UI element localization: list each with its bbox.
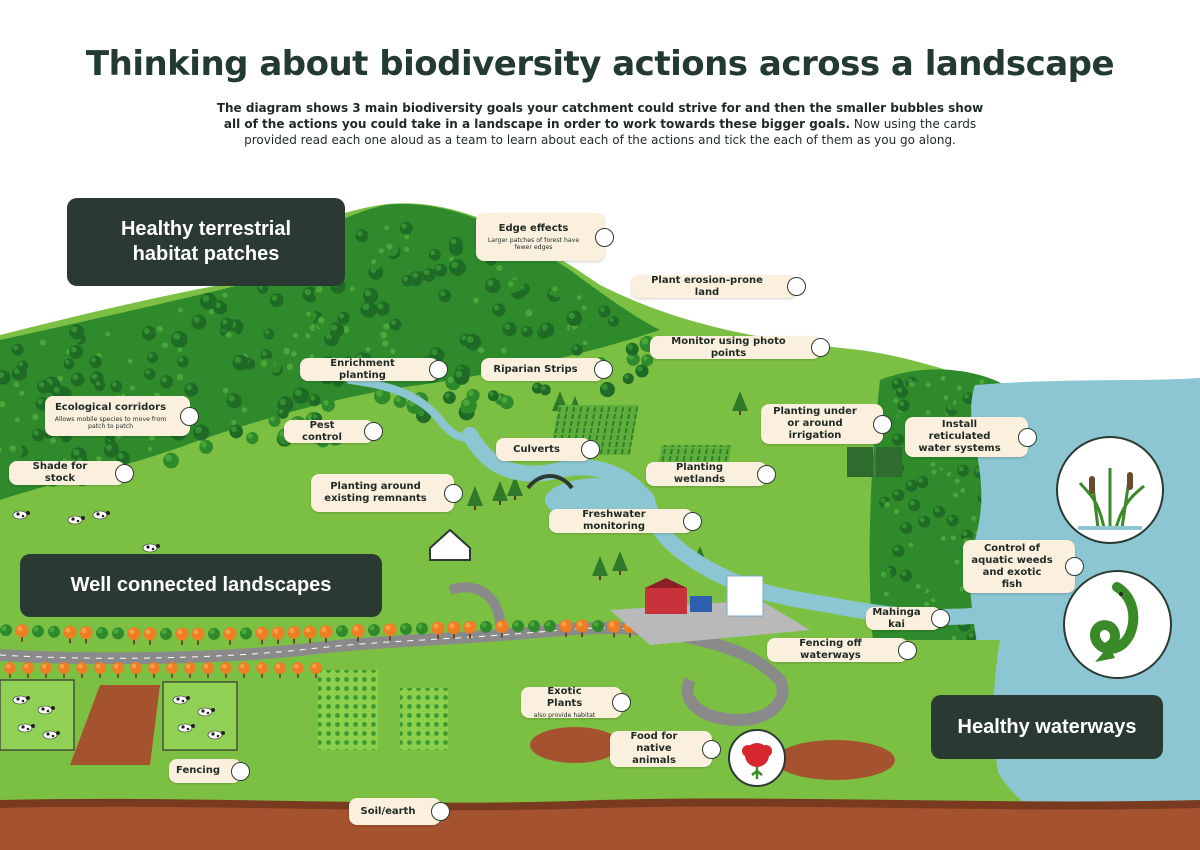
tick-circle[interactable] — [431, 802, 450, 821]
tick-circle[interactable] — [180, 406, 199, 426]
intro-bold: The diagram shows 3 main biodiversity go… — [216, 101, 984, 131]
planting-irrigation-label: Planting under or around irrigation — [773, 406, 857, 441]
exotic-forest — [530, 727, 620, 763]
action-exotic-plants[interactable]: Exotic Plants also provide habitat — [521, 685, 631, 719]
red-shed — [645, 588, 687, 614]
tick-circle[interactable] — [231, 761, 250, 781]
culverts-label: Culverts — [513, 443, 560, 455]
exotic-plants-label: Exotic Plants — [546, 685, 583, 709]
tick-circle[interactable] — [612, 693, 631, 712]
fencing-waterways-label: Fencing off waterways — [799, 638, 862, 661]
tick-circle[interactable] — [811, 338, 830, 357]
action-freshwater-monitoring[interactable]: Freshwater monitoring — [549, 509, 702, 533]
action-pest-control[interactable]: Pest control — [284, 419, 383, 443]
tick-circle[interactable] — [581, 440, 600, 459]
fencing-label: Fencing — [176, 765, 220, 776]
tick-circle[interactable] — [429, 360, 448, 379]
enrichment-label: Enrichment planting — [330, 357, 395, 381]
action-planting-wetlands[interactable]: Planting wetlands — [646, 462, 776, 486]
action-culverts[interactable]: Culverts — [496, 438, 600, 461]
action-soil-earth[interactable]: Soil/earth — [349, 798, 450, 825]
marae-house — [429, 528, 471, 561]
tick-circle[interactable] — [1018, 427, 1037, 447]
tick-circle[interactable] — [444, 483, 463, 503]
pohutukawa-flower-icon — [728, 729, 786, 787]
road-spur — [448, 582, 505, 626]
water-tank-1 — [847, 447, 873, 477]
culvert-bridge — [526, 474, 574, 490]
tick-circle[interactable] — [1065, 557, 1084, 576]
action-mahinga-kai[interactable]: Mahinga kai — [866, 606, 950, 630]
action-riparian-strips[interactable]: Riparian Strips — [481, 358, 613, 381]
shade-stock-label: Shade for stock — [32, 461, 88, 484]
corridors-label: Ecological corridors — [54, 401, 167, 413]
mahinga-kai-label: Mahinga kai — [872, 606, 921, 630]
action-fencing[interactable]: Fencing — [169, 759, 250, 783]
tick-circle[interactable] — [702, 739, 721, 759]
planting-remnants-label: Planting around existing remnants — [324, 481, 427, 504]
planting-wetlands-label: Planting wetlands — [673, 462, 726, 485]
action-planting-remnants[interactable]: Planting around existing remnants — [311, 474, 463, 512]
soil-layer — [0, 803, 1200, 850]
tick-circle[interactable] — [873, 414, 892, 434]
edge-effects-sub: Larger patches of forest have fewer edge… — [487, 236, 580, 252]
edge-effects-label: Edge effects — [498, 222, 569, 234]
aquatic-plants-icon — [1056, 436, 1164, 544]
intro-normal: Now using the cards provided read each o… — [244, 117, 977, 147]
goal-healthy-waterways: Healthy waterways — [931, 695, 1163, 759]
tick-circle[interactable] — [931, 609, 950, 628]
action-food-native-animals[interactable]: Food for native animals — [610, 731, 721, 767]
blue-shed — [690, 596, 712, 612]
action-planting-irrigation[interactable]: Planting under or around irrigation — [761, 404, 892, 444]
action-aquatic-weeds[interactable]: Control of aquatic weeds and exotic fish — [963, 540, 1084, 593]
food-native-label: Food for native animals — [630, 731, 678, 766]
corridors-sub: Allows mobile species to move from patch… — [54, 415, 167, 431]
riparian-label: Riparian Strips — [493, 363, 578, 375]
paddock-right — [162, 681, 238, 751]
reticulated-label: Install reticulated water systems — [918, 419, 1001, 454]
page-title: Thinking about biodiversity actions acro… — [85, 44, 1115, 84]
goal-terrestrial-habitat: Healthy terrestrial habitat patches — [67, 198, 345, 286]
exotic-plants-sub: also provide habitat — [533, 711, 596, 719]
tick-circle[interactable] — [898, 640, 917, 660]
action-install-reticulated[interactable]: Install reticulated water systems — [905, 417, 1037, 457]
monitor-photo-label: Monitor using photo points — [671, 335, 786, 359]
intro-text: The diagram shows 3 main biodiversity go… — [215, 100, 985, 148]
tick-circle[interactable] — [757, 464, 776, 484]
water-tank-2 — [876, 447, 902, 477]
tick-circle[interactable] — [683, 511, 702, 531]
aquatic-weeds-label: Control of aquatic weeds and exotic fish — [971, 542, 1053, 590]
ploughed-plot — [70, 685, 160, 765]
tick-circle[interactable] — [364, 422, 383, 441]
native-forest-patch — [775, 740, 895, 780]
action-plant-erosion-prone-land[interactable]: Plant erosion-prone land — [631, 274, 806, 298]
tick-circle[interactable] — [787, 277, 806, 296]
stream — [462, 427, 993, 625]
goal-well-connected: Well connected landscapes — [20, 554, 382, 617]
paddock-left — [0, 679, 75, 751]
crop-rows-1 — [318, 670, 378, 750]
soil-top — [0, 798, 1200, 811]
crop-rows-2 — [400, 688, 448, 750]
pest-control-label: Pest control — [302, 419, 342, 443]
action-monitor-photo-points[interactable]: Monitor using photo points — [650, 335, 830, 359]
white-tower — [726, 575, 764, 617]
action-shade-for-stock[interactable]: Shade for stock — [9, 461, 134, 485]
red-shed-roof — [645, 578, 687, 588]
upper-stream — [346, 376, 474, 442]
soil-label: Soil/earth — [360, 805, 416, 817]
exotic-fish-icon — [1063, 570, 1172, 679]
tick-circle[interactable] — [115, 463, 134, 483]
tick-circle[interactable] — [594, 360, 613, 379]
action-enrichment-planting[interactable]: Enrichment planting — [300, 357, 448, 381]
freshwater-monitoring-label: Freshwater monitoring — [582, 509, 646, 532]
plant-erosion-label: Plant erosion-prone land — [651, 274, 763, 298]
action-fencing-waterways[interactable]: Fencing off waterways — [767, 638, 917, 662]
tick-circle[interactable] — [595, 227, 614, 247]
